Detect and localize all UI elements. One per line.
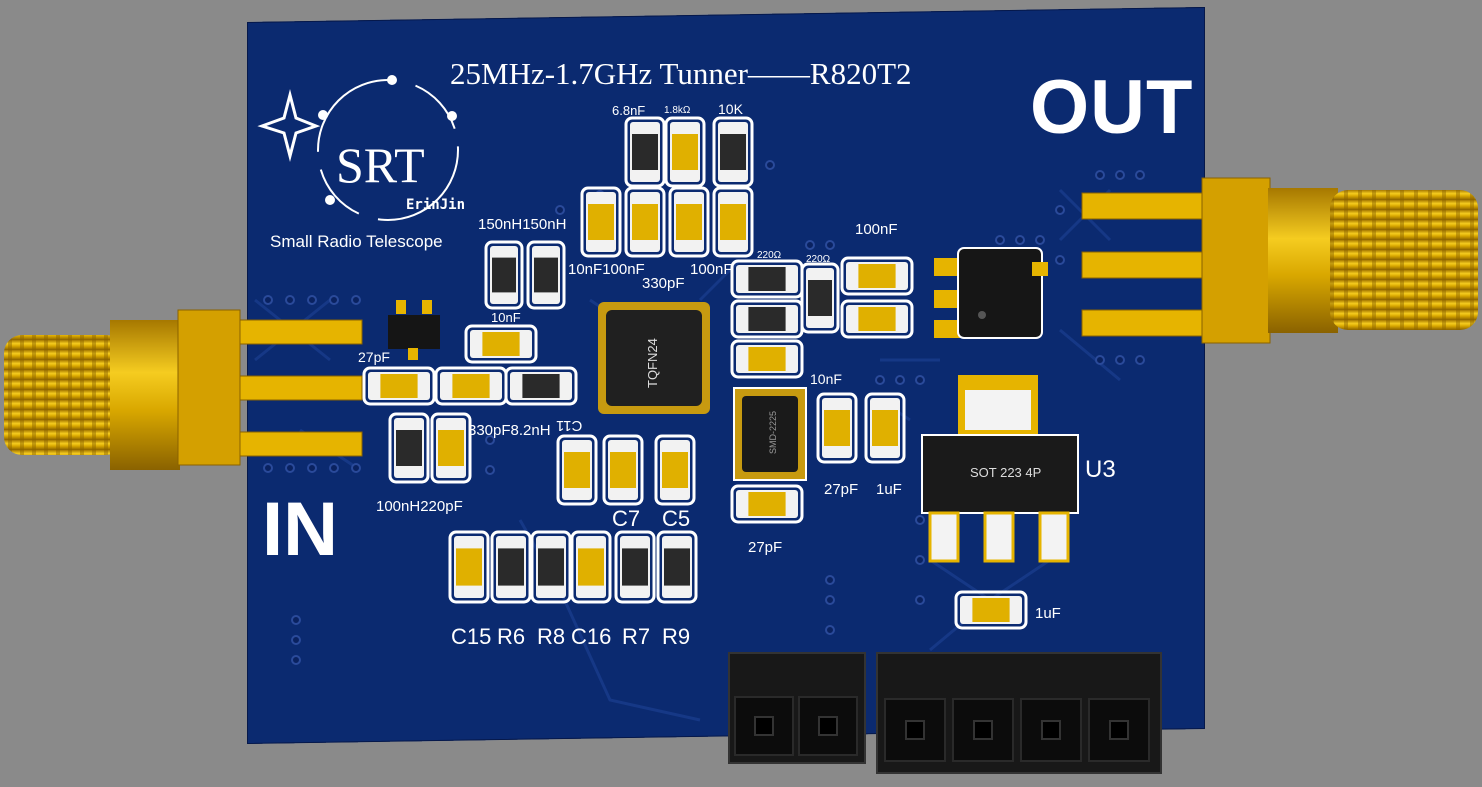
header-pin[interactable] (884, 698, 946, 762)
logo-author: ErinJin (406, 197, 466, 213)
smd-capacitor (624, 186, 666, 258)
smd-capacitor (654, 434, 696, 506)
smd-capacitor (840, 256, 914, 296)
ic-package-right (934, 247, 1048, 339)
sot23-component (388, 300, 440, 360)
smd-capacitor (664, 116, 706, 188)
smd-capacitor (864, 392, 906, 464)
smd-capacitor (712, 186, 754, 258)
out-label: OUT (1030, 65, 1194, 150)
smd-resistor (624, 116, 666, 188)
component-value-label: 27pF (748, 539, 783, 556)
component-value-label: 220Ω (757, 250, 782, 261)
smd-capacitor (580, 186, 622, 258)
smd-resistor (490, 530, 532, 604)
component-value-label: C7 (612, 506, 641, 531)
logo-main-text: SRT (336, 137, 425, 193)
header-pin[interactable] (798, 696, 858, 756)
smd-resistor (800, 262, 840, 334)
logo-tagline: Small Radio Telescope (270, 232, 443, 251)
component-value-label: C16 (571, 624, 612, 649)
component-value-label: 100nF (855, 221, 898, 238)
smd-resistor (656, 530, 698, 604)
smd-resistor (730, 299, 804, 339)
smd-capacitor (464, 324, 538, 364)
component-value-label: 27pF (358, 349, 390, 365)
smd-capacitor (362, 366, 436, 406)
smd-resistor (614, 530, 656, 604)
smd-resistor (730, 259, 804, 299)
component-value-label: R9 (662, 624, 691, 649)
component-value-label: C5 (662, 506, 691, 531)
smd-resistor (504, 366, 578, 406)
inductor-label: SMD-2225 (768, 410, 779, 455)
smd-resistor (712, 116, 754, 188)
header-pin[interactable] (1088, 698, 1150, 762)
component-value-label: 10nF (810, 371, 842, 387)
via-group (263, 160, 1145, 665)
u3-label: U3 (1085, 456, 1116, 483)
component-value-label: 100nH220pF (376, 498, 463, 515)
sma-connector-out (1081, 177, 1478, 344)
smd-capacitor (954, 590, 1028, 630)
smd-capacitor (730, 484, 804, 524)
component-value-label: 220Ω (806, 254, 831, 265)
smd-capacitor (668, 186, 710, 258)
component-value-label: 1.8kΩ (664, 105, 691, 116)
smd-capacitor (434, 366, 508, 406)
header-pin[interactable] (1020, 698, 1082, 762)
header-pin[interactable] (734, 696, 794, 756)
smd-capacitor (602, 434, 644, 506)
component-value-label: R8 (537, 624, 566, 649)
srt-logo-art (257, 75, 459, 221)
smd-resistor (526, 240, 566, 310)
smd-capacitor (840, 299, 914, 339)
smd-parts (362, 116, 1028, 630)
pin-header-left (728, 652, 866, 764)
smd-resistor (530, 530, 572, 604)
smd-capacitor (570, 530, 612, 604)
smd-capacitor (556, 434, 598, 506)
smd-resistor (388, 412, 430, 484)
smd-capacitor (448, 530, 490, 604)
component-value-label: 10nF (491, 310, 521, 325)
board-title: 25MHz-1.7GHz Tunner——R820T2 (450, 56, 912, 91)
component-value-label: 1uF (1035, 605, 1061, 622)
component-value-label: C15 (451, 624, 492, 649)
component-value-label: 27pF (824, 481, 859, 498)
component-value-label: R6 (497, 624, 526, 649)
sot223-regulator (921, 375, 1079, 563)
component-value-label: 10nF100nF (568, 261, 645, 278)
smd-capacitor (730, 339, 804, 379)
smd-inductor (733, 387, 807, 481)
component-value-label: 1uF (876, 481, 902, 498)
component-value-label: R7 (622, 624, 651, 649)
component-value-label: C11 (556, 417, 583, 434)
component-value-label: 6.8nF (612, 103, 646, 118)
header-pin[interactable] (952, 698, 1014, 762)
component-value-label: 330pF (642, 275, 685, 292)
pin-header-right (876, 652, 1162, 774)
component-value-label: 330pF8.2nH (468, 422, 551, 439)
component-value-label: 10K (718, 101, 743, 117)
in-label: IN (262, 487, 338, 572)
qfn-chip-body (598, 302, 710, 414)
sot223-label: SOT 223 4P (970, 465, 1042, 480)
component-value-label: 100nF (690, 261, 733, 278)
qfn-chip-label: TQFN24 (645, 338, 660, 388)
smd-capacitor (816, 392, 858, 464)
component-value-label: 150nH150nH (478, 216, 567, 233)
smd-capacitor (430, 412, 472, 484)
smd-resistor (484, 240, 524, 310)
sma-connector-in (4, 309, 363, 470)
